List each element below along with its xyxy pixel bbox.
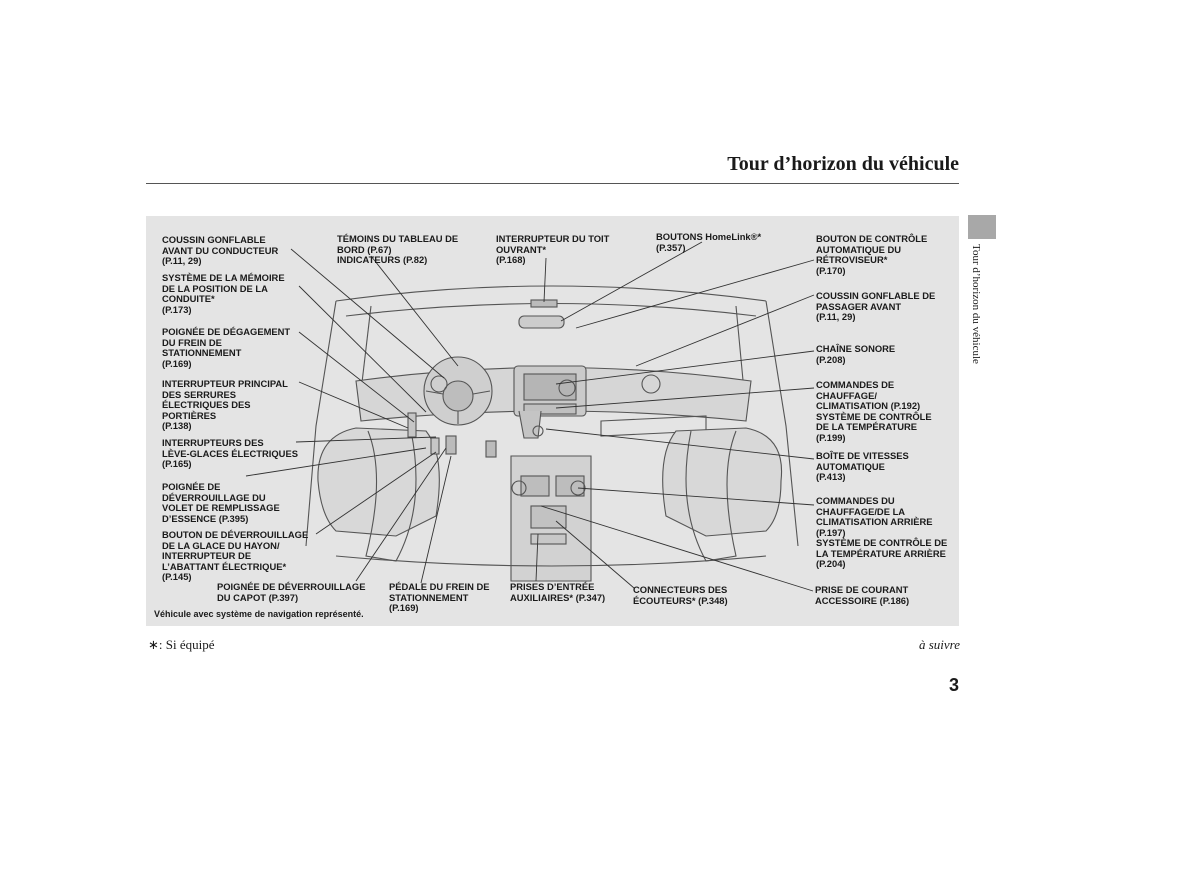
continued-label: à suivre — [918, 637, 960, 652]
header-rule — [146, 183, 959, 184]
label-accessory-power: PRISE DE COURANT ACCESSOIRE (P.186) — [815, 584, 910, 606]
vehicle-interior-diagram: COUSSIN GONFLABLE AVANT DU CONDUCTEUR (P… — [146, 216, 959, 626]
diagram-note: Véhicule avec système de navigation repr… — [154, 609, 364, 619]
label-power-window-switches: INTERRUPTEURS DES LÈVE-GLACES ÉLECTRIQUE… — [162, 437, 298, 469]
label-memory-position: SYSTÈME DE LA MÉMOIRE DE LA POSITION DE … — [162, 272, 285, 315]
label-indicators: TÉMOINS DU TABLEAU DE BORD (P.67) INDICA… — [337, 233, 459, 265]
label-tailgate-release: BOUTON DE DÉVERROUILLAGE DE LA GLACE DU … — [162, 529, 309, 582]
section-tab-label: Tour d’horizon du véhicule — [970, 244, 982, 364]
label-door-lock-switch: INTERRUPTEUR PRINCIPAL DES SERRURES ÉLEC… — [162, 378, 288, 431]
label-parking-brake-release: POIGNÉE DE DÉGAGEMENT DU FREIN DE STATIO… — [162, 326, 291, 369]
footnote: ∗: Si équipé — [148, 637, 215, 652]
label-automatic-transmission: BOÎTE DE VITESSES AUTOMATIQUE (P.413) — [816, 450, 909, 482]
label-driver-airbag: COUSSIN GONFLABLE AVANT DU CONDUCTEUR (P… — [162, 234, 279, 266]
label-moonroof-switch: INTERRUPTEUR DU TOIT OUVRANT* (P.168) — [496, 233, 610, 265]
label-rear-climate-controls: COMMANDES DU CHAUFFAGE/DE LA CLIMATISATI… — [816, 495, 948, 569]
page-title: Tour d’horizon du véhicule — [727, 153, 959, 175]
label-passenger-airbag: COUSSIN GONFLABLE DE PASSAGER AVANT (P.1… — [816, 290, 936, 322]
label-headphone-jacks: CONNECTEURS DES ÉCOUTEURS* (P.348) — [633, 584, 728, 606]
label-auto-dimming-mirror: BOUTON DE CONTRÔLE AUTOMATIQUE DU RÉTROV… — [816, 233, 928, 276]
label-fuel-door-release: POIGNÉE DE DÉVERROUILLAGE DU VOLET DE RE… — [162, 481, 280, 524]
label-auxiliary-inputs: PRISES D’ENTRÉE AUXILIAIRES* (P.347) — [510, 581, 606, 603]
section-tab — [968, 215, 996, 239]
label-parking-brake-pedal: PÉDALE DU FREIN DE STATIONNEMENT (P.169) — [389, 581, 490, 613]
car-interior-illustration — [245, 241, 815, 592]
label-homelink: BOUTONS HomeLink®* (P.357) — [656, 231, 762, 253]
page-number: 3 — [948, 675, 959, 695]
label-audio-system: CHAÎNE SONORE (P.208) — [816, 343, 896, 365]
label-hood-release: POIGNÉE DE DÉVERROUILLAGE DU CAPOT (P.39… — [217, 581, 366, 603]
label-climate-controls: COMMANDES DE CHAUFFAGE/ CLIMATISATION (P… — [816, 379, 932, 443]
